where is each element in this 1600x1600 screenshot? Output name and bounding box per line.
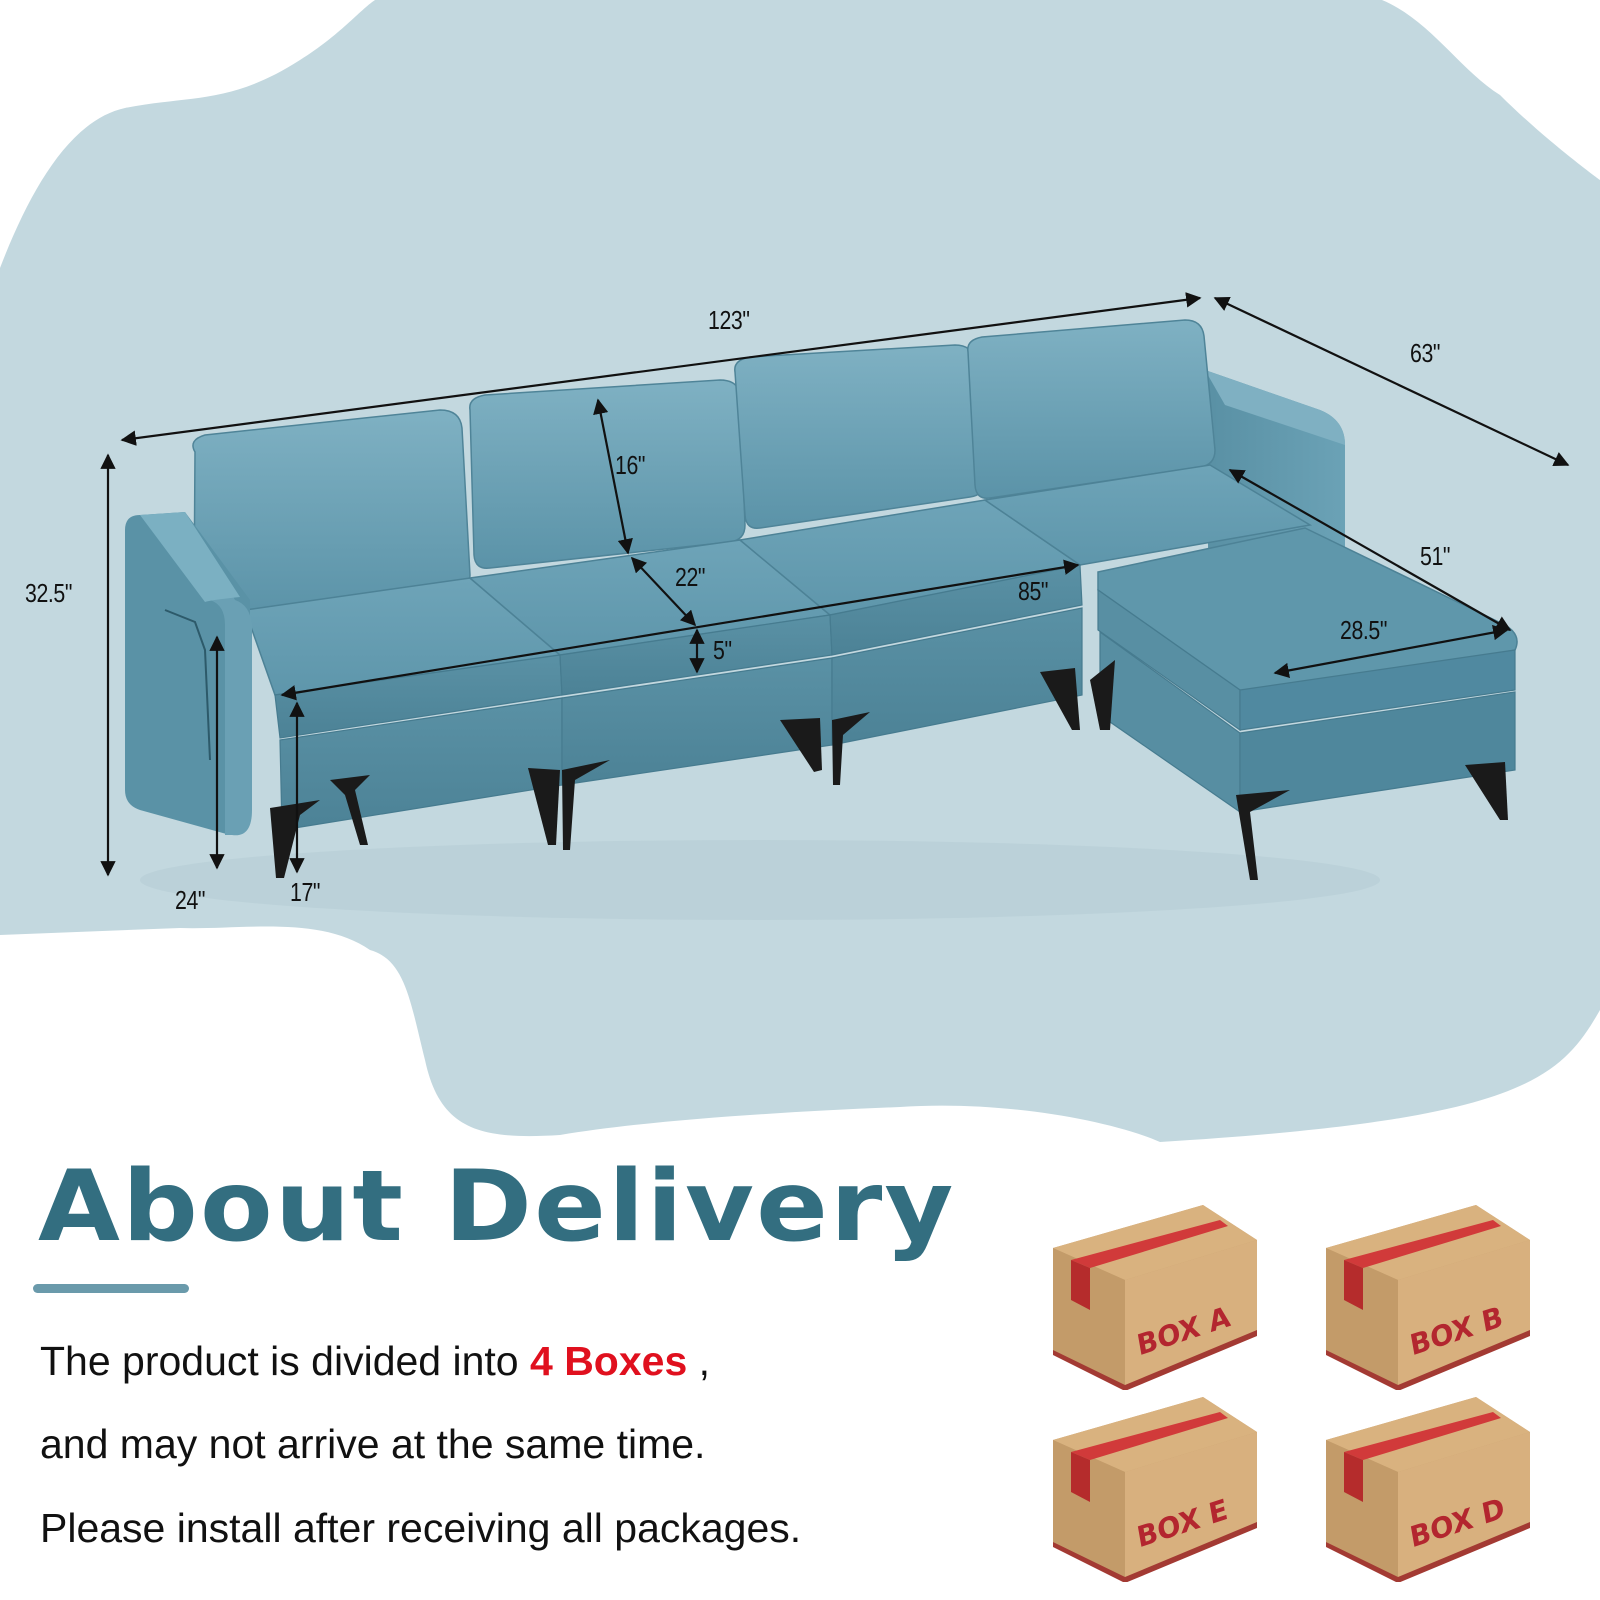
package-box-a: BOX A xyxy=(1045,1200,1265,1391)
line1-prefix: The product is divided into xyxy=(40,1338,530,1384)
dim-overall-height: 32.5" xyxy=(25,578,73,608)
delivery-text-line-2: and may not arrive at the same time. xyxy=(40,1421,706,1467)
dim-overall-width: 123" xyxy=(708,305,750,335)
heading-underline xyxy=(33,1284,189,1293)
cardboard-box-icon: BOX D xyxy=(1326,1397,1530,1583)
dim-ottoman-length: 51" xyxy=(1420,541,1451,571)
dim-sofa-width: 85" xyxy=(1018,576,1049,606)
package-box-b: BOX B xyxy=(1318,1200,1538,1391)
dim-seat-height: 17" xyxy=(290,877,321,907)
dim-ottoman-width: 28.5" xyxy=(1340,615,1388,645)
dim-cushion-thickness: 5" xyxy=(713,635,732,665)
sofa-dimension-illustration xyxy=(0,0,1600,1142)
cardboard-box-icon: BOX E xyxy=(1053,1397,1257,1583)
package-box-d: BOX D xyxy=(1318,1392,1538,1583)
cardboard-box-icon: BOX B xyxy=(1326,1205,1530,1391)
dimension-lines xyxy=(100,292,1570,877)
cardboard-box-icon: BOX A xyxy=(1053,1205,1257,1391)
box-count-highlight: 4 Boxes xyxy=(530,1338,688,1384)
dim-backrest-height: 16" xyxy=(615,450,646,480)
delivery-heading: About Delivery xyxy=(38,1150,956,1264)
package-box-e: BOX E xyxy=(1045,1392,1265,1583)
line1-suffix: , xyxy=(687,1338,711,1384)
delivery-text-line-1: The product is divided into 4 Boxes , xyxy=(40,1338,710,1385)
dim-seat-depth: 22" xyxy=(675,562,706,592)
delivery-text-line-3: Please install after receiving all packa… xyxy=(40,1505,802,1551)
dim-overall-depth: 63" xyxy=(1410,338,1441,368)
dim-arm-height: 24" xyxy=(175,885,206,915)
